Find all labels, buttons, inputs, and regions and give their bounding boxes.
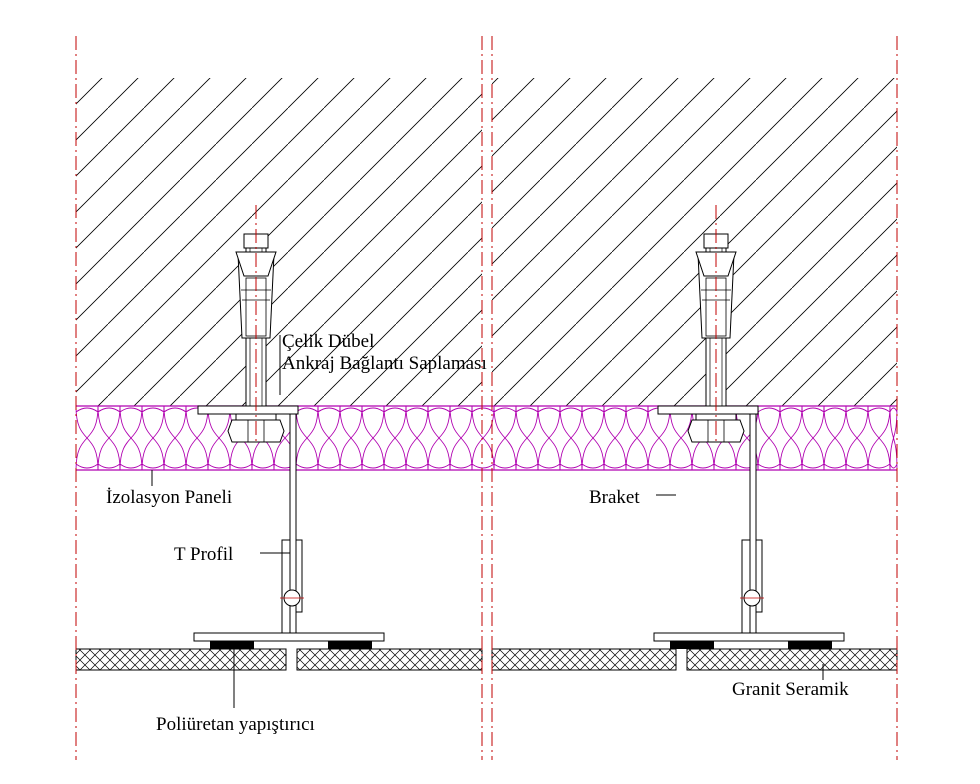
insulation-panel — [75, 405, 898, 471]
bracket-lower — [281, 539, 291, 640]
bracket-lower — [741, 539, 751, 640]
label-granit-seramik: Granit Seramik — [732, 679, 849, 700]
base-plate — [197, 405, 299, 415]
label-t-profil: T Profil — [174, 544, 233, 565]
adhesive-pad — [210, 641, 254, 649]
anchor-assemblies — [193, 233, 845, 649]
t-profile-web-plate — [755, 539, 763, 613]
adhesive-pad — [328, 641, 372, 649]
anchor-assembly — [193, 233, 385, 649]
t-profile-web-plate — [295, 539, 303, 613]
label-celik-dubel: Çelik Dübel — [282, 331, 374, 352]
concrete-wall — [76, 78, 897, 406]
label-izolasyon-paneli: İzolasyon Paneli — [106, 487, 232, 508]
label-braket: Braket — [589, 487, 640, 508]
center-lines — [75, 36, 898, 760]
adhesive-pad — [788, 641, 832, 649]
t-profile-flange — [193, 632, 385, 642]
insulation-loops — [75, 405, 898, 471]
label-ankraj-saplamasi: Ankraj Bağlantı Saplaması — [282, 353, 487, 374]
leader-lines — [151, 335, 824, 708]
t-profile-flange — [653, 632, 845, 642]
label-poliuretan: Poliüretan yapıştırıcı — [156, 714, 315, 735]
adhesive-pad — [670, 641, 714, 649]
base-plate — [657, 405, 759, 415]
granite-ceramic-plates — [75, 648, 898, 671]
